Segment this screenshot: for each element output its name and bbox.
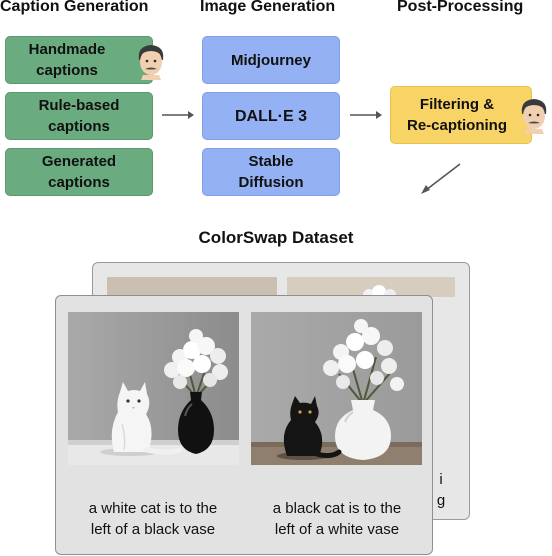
back-image-left bbox=[107, 277, 277, 297]
left-caption-line1: a white cat is to the bbox=[88, 500, 218, 517]
handmade-line2: captions bbox=[36, 62, 98, 79]
rule-based-line1: Rule-based bbox=[38, 97, 120, 114]
right-caption: a black cat is to the left of a white va… bbox=[246, 498, 428, 540]
dataset-title: ColorSwap Dataset bbox=[198, 228, 354, 247]
back-image-right bbox=[287, 277, 455, 297]
stable-line2: Diffusion bbox=[238, 174, 304, 191]
left-caption: a white cat is to the left of a black va… bbox=[62, 498, 244, 540]
arrow-icon bbox=[421, 163, 461, 194]
handmade-captions-box: Handmade captions bbox=[5, 36, 153, 84]
generated-line2: captions bbox=[48, 174, 110, 191]
front-card: a white cat is to the left of a black va… bbox=[55, 295, 433, 555]
arrow-icon bbox=[162, 111, 194, 119]
generated-line1: Generated bbox=[41, 153, 117, 170]
back-caption-fragment-1: i bbox=[439, 471, 443, 488]
rule-based-captions-box: Rule-based captions bbox=[5, 92, 153, 140]
arrow-icon bbox=[350, 111, 382, 119]
caption-generation-title: Caption Generation bbox=[0, 0, 149, 15]
generated-captions-box: Generated captions bbox=[5, 148, 153, 196]
filtering-recaptioning-box: Filtering & Re-captioning bbox=[390, 86, 532, 144]
handmade-line1: Handmade bbox=[28, 41, 106, 58]
dalle-box: DALL·E 3 bbox=[202, 92, 340, 140]
man-face-icon bbox=[138, 45, 164, 80]
right-caption-line1: a black cat is to the bbox=[272, 500, 402, 517]
midjourney-box: Midjourney bbox=[202, 36, 340, 84]
left-caption-line2: left of a black vase bbox=[90, 521, 216, 538]
dalle-label: DALL·E 3 bbox=[235, 107, 307, 125]
black-cat-white-vase-image bbox=[251, 312, 422, 465]
white-cat-black-vase-image bbox=[68, 312, 239, 465]
post-processing-title: Post-Processing bbox=[397, 0, 524, 15]
rule-based-line2: captions bbox=[48, 118, 110, 135]
image-generation-title: Image Generation bbox=[200, 0, 336, 15]
back-caption-fragment-2: g bbox=[436, 492, 446, 509]
right-caption-line2: left of a white vase bbox=[274, 521, 400, 538]
midjourney-label: Midjourney bbox=[230, 51, 311, 69]
post-line1: Filtering & bbox=[419, 96, 495, 113]
stable-line1: Stable bbox=[248, 153, 294, 170]
man-face-icon bbox=[521, 99, 547, 134]
post-line2: Re-captioning bbox=[407, 117, 507, 134]
